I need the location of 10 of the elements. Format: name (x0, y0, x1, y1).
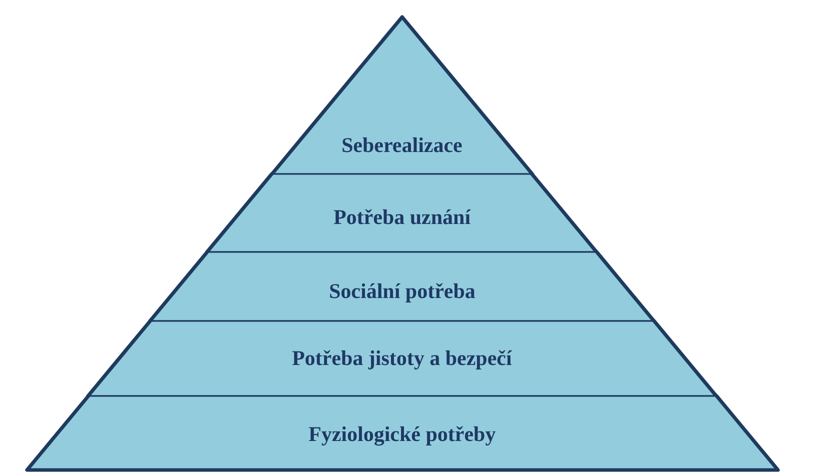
pyramid-tier (270, 15, 534, 176)
tier-label: Potřeba jistoty a bezpečí (292, 346, 512, 370)
pyramid-tier (86, 319, 718, 398)
pyramid-tier (148, 250, 656, 323)
pyramid-tier (24, 394, 780, 472)
tier-label: Seberealizace (341, 133, 462, 157)
tier-label: Potřeba uznání (333, 205, 471, 229)
pyramid-tier (205, 172, 599, 254)
tier-label: Sociální potřeba (328, 279, 476, 303)
tier-label: Fyziologické potřeby (308, 422, 496, 446)
